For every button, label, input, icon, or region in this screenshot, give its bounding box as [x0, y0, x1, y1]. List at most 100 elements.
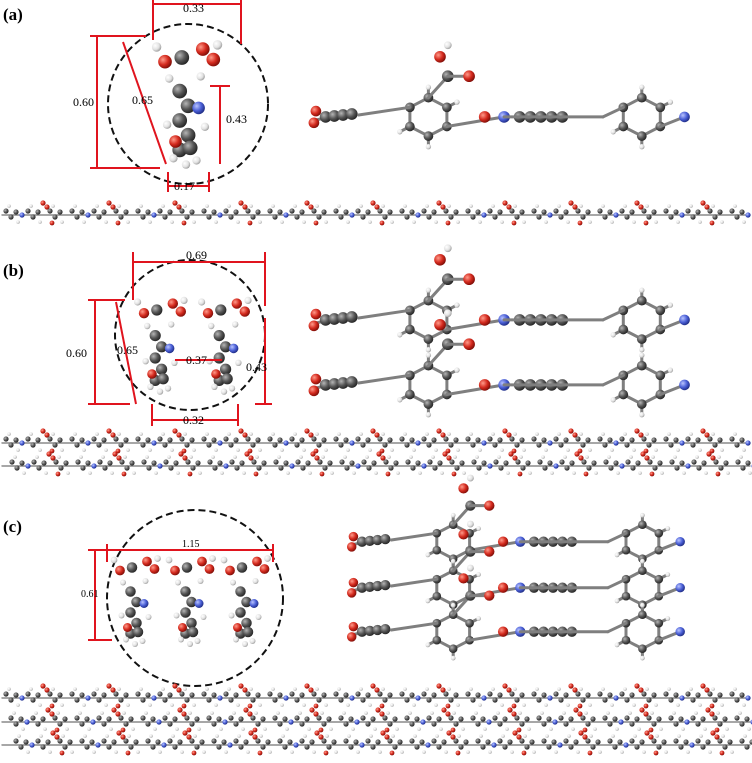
carbon-atom: [646, 214, 652, 220]
hydrogen-atom: [211, 455, 215, 459]
hydrogen-atom: [180, 750, 184, 754]
hydrogen-atom: [639, 347, 645, 353]
nitrogen-atom: [289, 463, 295, 469]
oxygen-atom: [700, 200, 706, 206]
carbon-atom: [463, 739, 469, 745]
carbon-atom: [356, 582, 368, 593]
carbon-atom: [712, 442, 718, 448]
oxygen-atom: [176, 687, 182, 693]
oxygen-atom: [506, 687, 512, 693]
carbon-atom: [387, 692, 393, 698]
oxygen-atom: [314, 730, 320, 736]
hydrogen-atom: [655, 734, 659, 738]
carbon-atom: [343, 437, 349, 443]
oxygen-atom: [379, 703, 385, 709]
carbon-atom: [553, 208, 559, 214]
nitrogen-atom: [139, 599, 149, 608]
hydrogen-atom: [397, 397, 403, 403]
carbon-atom: [399, 208, 405, 214]
carbon-atom: [646, 697, 652, 703]
oxygen-atom: [304, 200, 310, 206]
bond: [357, 105, 412, 117]
hydrogen-atom: [258, 220, 262, 224]
carbon-atom: [634, 744, 640, 750]
hydrogen-atom: [219, 727, 223, 731]
hydrogen-atom: [447, 432, 451, 436]
hydrogen-atom: [664, 750, 668, 754]
oxygen-atom: [202, 308, 214, 319]
hydrogen-atom: [545, 734, 549, 738]
hydrogen-atom: [139, 432, 143, 436]
carbon-atom: [502, 744, 508, 750]
oxygen-atom: [370, 200, 376, 206]
carbon-atom: [36, 465, 42, 471]
oxygen-atom: [709, 220, 715, 226]
hydrogen-atom: [522, 703, 526, 707]
carbon-atom: [470, 715, 476, 721]
carbon-atom: [300, 465, 306, 471]
carbon-atom: [410, 465, 416, 471]
carbon-atom: [487, 691, 493, 697]
oxygen-atom: [158, 54, 172, 69]
carbon-atom: [25, 436, 31, 442]
carbon-atom: [311, 691, 317, 697]
carbon-atom: [718, 465, 724, 471]
carbon-atom: [651, 721, 657, 727]
oxygen-atom: [379, 711, 385, 717]
hydrogen-atom: [425, 287, 432, 293]
oxygen-atom: [644, 730, 650, 736]
carbon-atom: [223, 436, 229, 442]
oxygen-atom: [502, 428, 508, 434]
hydrogen-atom: [519, 455, 523, 459]
hydrogen-atom: [640, 512, 645, 518]
carbon-atom: [618, 389, 629, 400]
oxygen-atom: [318, 734, 324, 740]
oxygen-atom: [370, 683, 376, 689]
carbon-atom: [277, 738, 283, 744]
oxygen-atom: [247, 711, 253, 717]
carbon-atom: [564, 465, 570, 471]
hydrogen-atom: [479, 734, 483, 738]
oxygen-atom: [497, 626, 509, 637]
hydrogen-atom: [230, 579, 236, 586]
oxygen-atom: [182, 730, 188, 736]
carbon-atom: [79, 738, 85, 744]
dim-right-b: 0.43: [246, 360, 267, 374]
carbon-atom: [157, 691, 163, 697]
hydrogen-atom: [434, 703, 438, 707]
carbon-atom: [581, 459, 587, 465]
carbon-atom: [69, 691, 75, 697]
carbon-atom: [655, 370, 666, 381]
panel-label-c: (c): [3, 517, 22, 536]
carbon-atom: [695, 738, 701, 744]
hydrogen-atom: [457, 734, 461, 738]
carbon-atom: [229, 459, 235, 465]
hydrogen-atom: [329, 727, 333, 731]
oxygen-atom: [231, 298, 242, 309]
oxygen-atom: [484, 500, 495, 511]
carbon-atom: [74, 442, 80, 448]
carbon-atom: [311, 436, 317, 442]
oxygen-atom: [577, 711, 583, 717]
carbon-atom: [585, 738, 591, 744]
carbon-atom: [91, 691, 97, 697]
carbon-atom: [519, 437, 525, 443]
carbon-atom: [133, 739, 139, 745]
oxygen-atom: [582, 727, 588, 733]
hydrogen-atom: [412, 448, 416, 452]
hydrogen-atom: [567, 734, 571, 738]
carbon-atom: [409, 437, 415, 443]
carbon-atom: [299, 721, 305, 727]
hydrogen-atom: [606, 711, 610, 715]
carbon-atom: [641, 436, 647, 442]
hydrogen-atom: [704, 471, 708, 475]
hydrogen-atom: [584, 711, 588, 715]
carbon-atom: [228, 697, 234, 703]
hydrogen-atom: [293, 432, 297, 436]
oxygen-atom: [308, 117, 320, 129]
hydrogen-atom: [315, 432, 319, 436]
carbon-atom: [52, 697, 58, 703]
oxygen-atom: [374, 204, 380, 210]
carbon-atom: [57, 209, 63, 215]
carbon-atom: [294, 715, 300, 721]
